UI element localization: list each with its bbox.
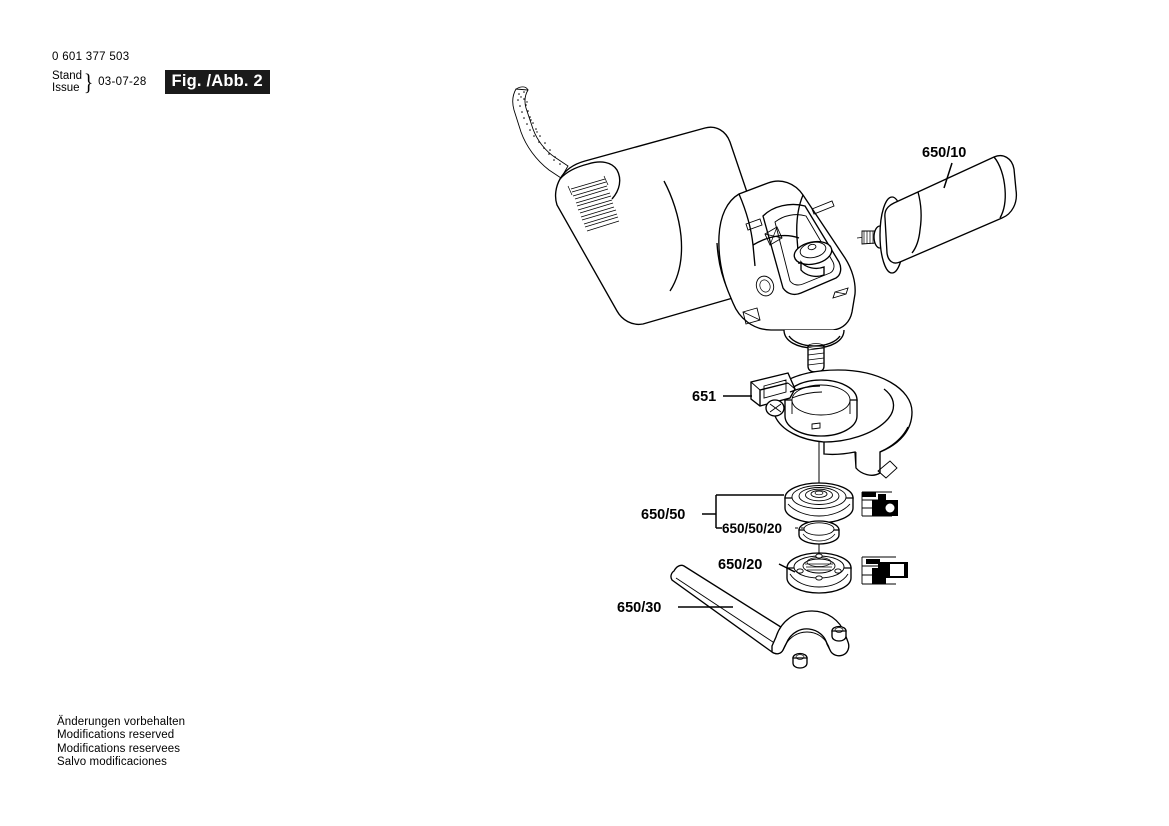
footer-line-es: Salvo modificaciones xyxy=(57,755,168,768)
callout-clamping-nut: 650/20 xyxy=(718,557,796,573)
callout-flange-set-label: 650/50 xyxy=(641,507,685,523)
issue-label: Issue xyxy=(52,82,80,94)
section-symbol-nut xyxy=(861,556,908,585)
stand-label: Stand xyxy=(52,69,83,82)
wrench-pins xyxy=(792,625,847,669)
side-handle-assembly xyxy=(856,154,1018,274)
part-number: 0 601 377 503 xyxy=(52,51,130,63)
brace-glyph: } xyxy=(83,69,94,95)
spindle-lock-button xyxy=(793,240,833,278)
wheel-guard xyxy=(750,369,913,476)
vent-slots xyxy=(567,175,620,232)
power-cord xyxy=(512,86,569,179)
cord-texture xyxy=(517,91,561,165)
issue-row: Stand Issue } 03-07-28 Fig. /Abb. 2 xyxy=(52,68,472,96)
callout-guard: 651 xyxy=(692,389,752,405)
stand-issue-labels: Stand Issue xyxy=(52,70,82,95)
flange-o-ring xyxy=(798,520,840,545)
vent-slot-shading xyxy=(571,181,619,228)
pin-spanner-wrench xyxy=(670,564,850,669)
footer-line-de: Änderungen vorbehalten xyxy=(57,716,186,728)
section-symbol-flange xyxy=(861,460,898,517)
callout-flange-set: 650/50 650/50/20 xyxy=(641,494,806,536)
footer-disclaimer: Änderungen vorbehalten Modifications res… xyxy=(57,716,185,769)
footer-line-en: Modifications reserved xyxy=(57,729,175,742)
callout-wrench: 650/30 xyxy=(617,600,733,616)
callout-handle-label: 650/10 xyxy=(922,145,966,161)
thread-lines xyxy=(807,347,825,366)
callout-guard-label: 651 xyxy=(692,389,716,405)
issue-date: 03-07-28 xyxy=(98,76,147,88)
callout-flange-washer-label: 650/50/20 xyxy=(722,521,782,536)
spindle-thread xyxy=(807,343,825,373)
nut-thread xyxy=(805,563,833,571)
footer-line-fr: Modifications reservees xyxy=(57,742,181,755)
figure-badge: Fig. /Abb. 2 xyxy=(164,70,270,94)
backing-flange xyxy=(784,482,854,524)
callout-wrench-label: 650/30 xyxy=(617,600,661,616)
document-header: 0 601 377 503 Stand Issue } 03-07-28 Fig… xyxy=(52,50,472,96)
callout-handle: 650/10 xyxy=(922,145,966,189)
clamping-nut xyxy=(786,552,852,594)
callout-clamping-nut-label: 650/20 xyxy=(718,557,762,573)
gear-head-housing xyxy=(718,180,856,349)
